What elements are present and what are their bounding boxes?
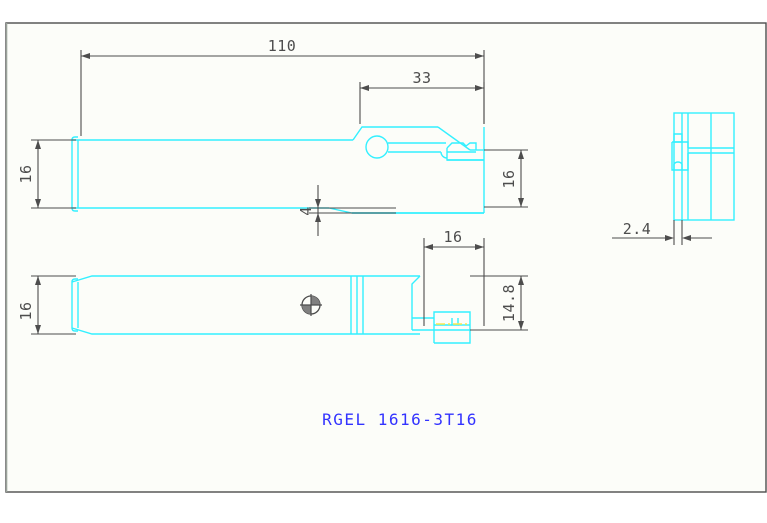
top-view-group: [71, 126, 485, 214]
dim-shank-height-top-right-label: 16: [500, 169, 518, 188]
side-view-group: [671, 112, 735, 221]
dim-overall-length-label: 110: [268, 37, 297, 55]
dim-blade-thickness-label: 4: [297, 206, 315, 216]
dim-insert-width-label: 16: [443, 228, 462, 246]
part-number-label: RGEL 1616-3T16: [322, 410, 478, 429]
clamp-screw-symbol: [300, 294, 322, 316]
top-view-dimensions: [31, 50, 528, 236]
front-view-dimensions: [31, 238, 528, 335]
dim-head-length-label: 33: [412, 69, 431, 87]
side-view-dimensions: [612, 220, 712, 245]
dim-shank-height-top-left-label: 16: [17, 164, 35, 183]
side-view-geometry: [671, 112, 735, 221]
dim-shank-height-front-left-label: 16: [17, 301, 35, 320]
dim-blade-width-side-label: 2.4: [623, 220, 652, 238]
front-view-geometry: [71, 275, 471, 344]
top-view-geometry: [71, 126, 485, 214]
dim-cutting-depth-label: 14.8: [500, 284, 518, 322]
drawing-border: [5, 22, 767, 493]
front-view-group: [71, 275, 471, 344]
